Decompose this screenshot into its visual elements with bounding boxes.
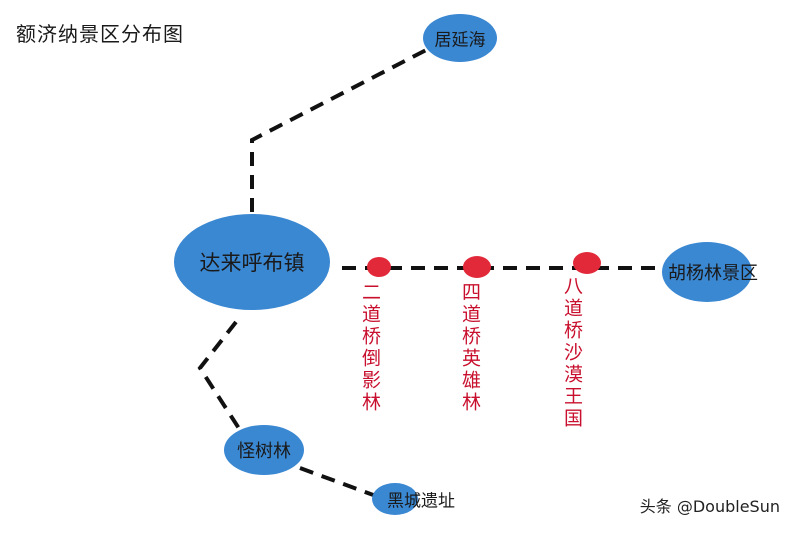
route-dalaihubu-juyanhai [250,46,431,212]
route-guaishulin-heicheng [299,466,377,498]
label-heicheng: 黑城遗址 [387,491,455,512]
label-juyanhai: 居延海 [434,30,486,51]
watermark: 头条 @DoubleSun [639,497,780,516]
label-guaishulin: 怪树林 [237,441,291,462]
node-dalaihubu [174,214,330,310]
stop-marker-badaoqiao [573,252,601,274]
stop-marker-sidaoqiao [463,256,491,278]
node-guaishulin [224,425,304,475]
label-badaoqiao: 八道桥沙漠王国 [561,276,583,430]
label-sidaoqiao: 四道桥英雄林 [459,282,481,414]
node-juyanhai [423,14,497,62]
label-huyanglin: 胡杨林景区 [668,263,758,284]
node-huyanglin [662,242,752,302]
label-erdaoqiao: 二道桥倒影林 [359,282,381,414]
map-title: 额济纳景区分布图 [16,22,184,46]
stop-marker-erdaoqiao [367,257,391,277]
label-dalaihubu: 达来呼布镇 [199,251,305,275]
node-heicheng [372,483,418,515]
route-dalaihubu-guaishulin [197,320,242,432]
